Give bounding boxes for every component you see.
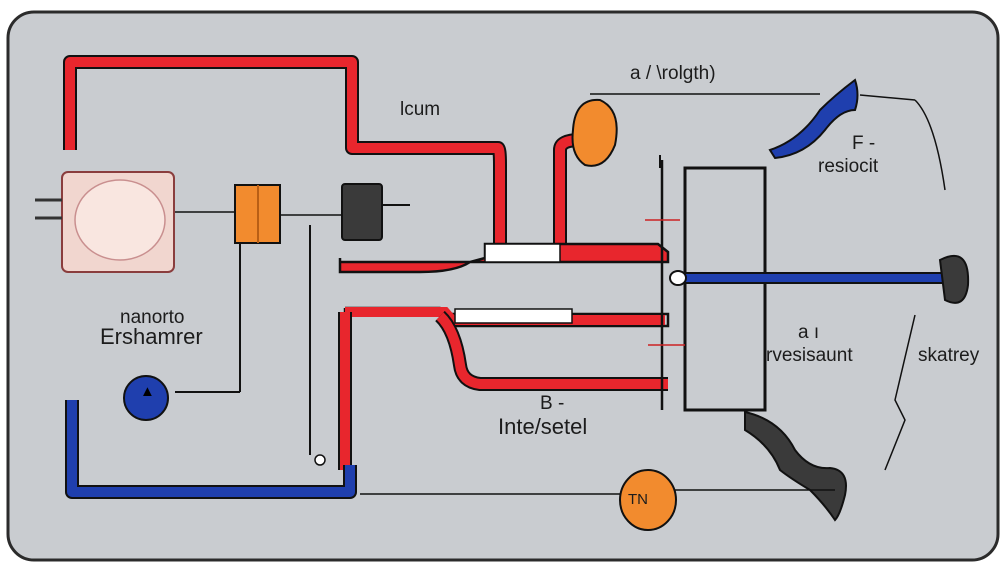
gauge-dial [123, 375, 169, 421]
label-lcum: lcum [400, 99, 441, 120]
white-band-lower [454, 308, 573, 324]
label-intersetel: Inte/setel [498, 414, 588, 439]
rod-left-cap [669, 270, 687, 286]
label-f: F - [852, 133, 876, 154]
blue-pipe-left-fill [67, 400, 355, 497]
red-pipe-top-loop-fill [65, 57, 505, 245]
tank-window [74, 179, 166, 261]
label-resiocit: resiocit [818, 156, 879, 177]
label-a-small: a ı [798, 322, 820, 343]
label-rvesisaunt: rvesisaunt [766, 345, 853, 366]
blue-pipe-upper-right [768, 78, 859, 160]
wire-top-right-2 [914, 99, 946, 191]
rod-end-cap [938, 254, 970, 304]
red-pipe-lower-curve-fill [436, 312, 668, 389]
label-skatrey: skatrey [918, 345, 980, 366]
exchanger-box [683, 166, 767, 412]
dark-pipe-lower-right [744, 410, 847, 522]
dark-plug [341, 183, 383, 241]
label-b: B - [540, 393, 565, 414]
label-nanorto: nanorto [120, 307, 185, 328]
gauge-marker-icon: ▲ [140, 383, 155, 400]
orange-valve-bottom [619, 469, 677, 531]
label-ershamrer: Ershamrer [100, 324, 203, 349]
white-band-upper [484, 243, 561, 263]
label-tn: TN [628, 491, 648, 508]
wire-top-right [859, 94, 916, 101]
end-dot [314, 454, 326, 466]
wire-right-zigzag [884, 314, 916, 471]
orange-valve-top [571, 98, 618, 167]
label-top-right: a / \rolgth) [630, 63, 716, 84]
